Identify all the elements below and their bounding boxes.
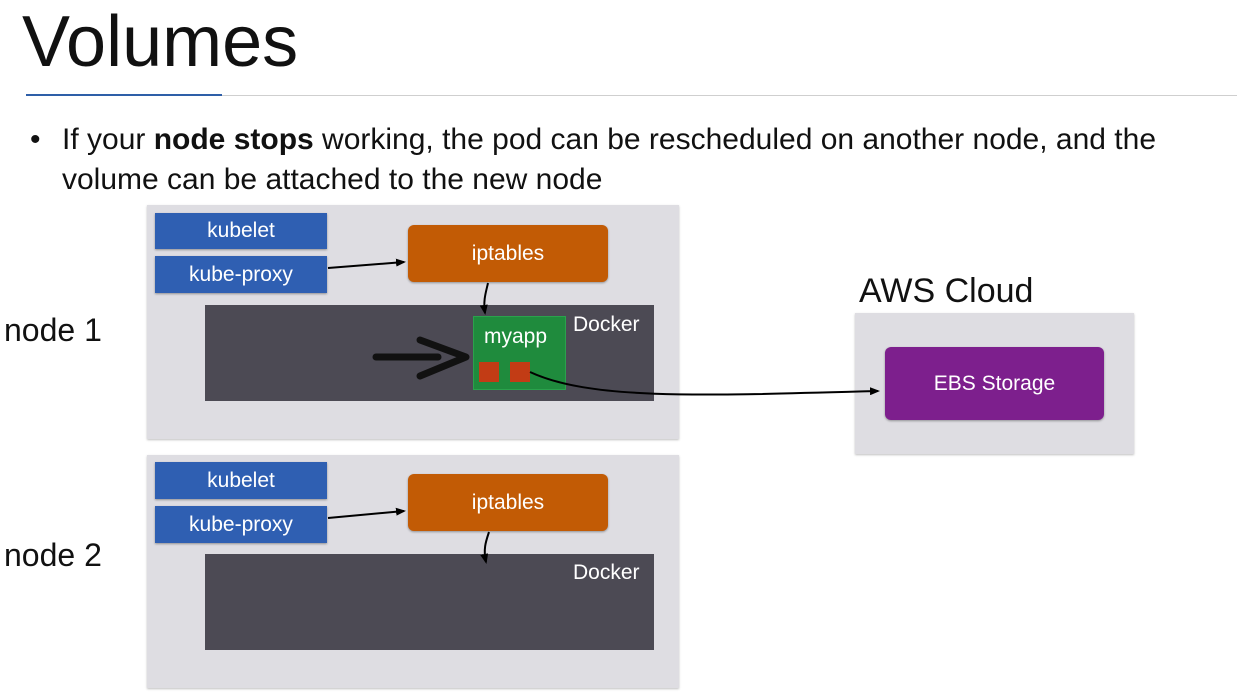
node-1-panel: kubelet kube-proxy iptables Docker myapp	[147, 205, 679, 439]
bullet-prefix: If your	[62, 123, 154, 156]
node-1-attention-arrow	[372, 336, 470, 380]
bullet-text: If your node stops working, the pod can …	[62, 120, 1232, 200]
node-2-iptables-to-docker-arrow	[480, 531, 490, 564]
aws-cloud-label: AWS Cloud	[859, 272, 1034, 310]
node-2-label: node 2	[4, 537, 102, 573]
node-1-iptables: iptables	[408, 225, 608, 282]
bullet-marker: •	[30, 123, 41, 156]
node-1-proxy-to-iptables-arrow	[327, 258, 406, 269]
node-1-docker: Docker myapp	[205, 305, 654, 401]
node-1-pod-label: myapp	[484, 325, 548, 348]
node-1-label: node 1	[4, 312, 102, 348]
ebs-storage: EBS Storage	[885, 347, 1104, 420]
node-2-kubelet: kubelet	[155, 462, 327, 499]
node-2-iptables: iptables	[408, 474, 608, 531]
bullet-bold: node stops	[153, 123, 314, 156]
node-2-docker-label: Docker	[573, 561, 640, 584]
slide-title: Volumes	[22, 2, 299, 82]
volume-to-ebs-arrow	[529, 371, 880, 396]
node-1-pod: myapp	[473, 316, 566, 390]
node-1-docker-label: Docker	[573, 313, 640, 336]
aws-cloud-panel: EBS Storage	[855, 313, 1134, 454]
node-2-kube-proxy: kube-proxy	[155, 506, 327, 543]
node-1-kubelet: kubelet	[155, 213, 327, 249]
title-accent-rule	[26, 94, 222, 96]
node-2-docker: Docker	[205, 554, 654, 650]
node-1-iptables-to-pod-arrow	[479, 282, 489, 315]
bullet-suffix: working, the pod can be rescheduled on a…	[62, 123, 1157, 196]
node-2-proxy-to-iptables-arrow	[327, 507, 406, 519]
node-1-volume-mount-a	[479, 362, 499, 382]
title-divider	[26, 95, 1237, 96]
node-1-kube-proxy: kube-proxy	[155, 256, 327, 293]
node-1-volume-mount-b	[510, 362, 530, 382]
node-2-panel: kubelet kube-proxy iptables Docker	[147, 455, 679, 688]
